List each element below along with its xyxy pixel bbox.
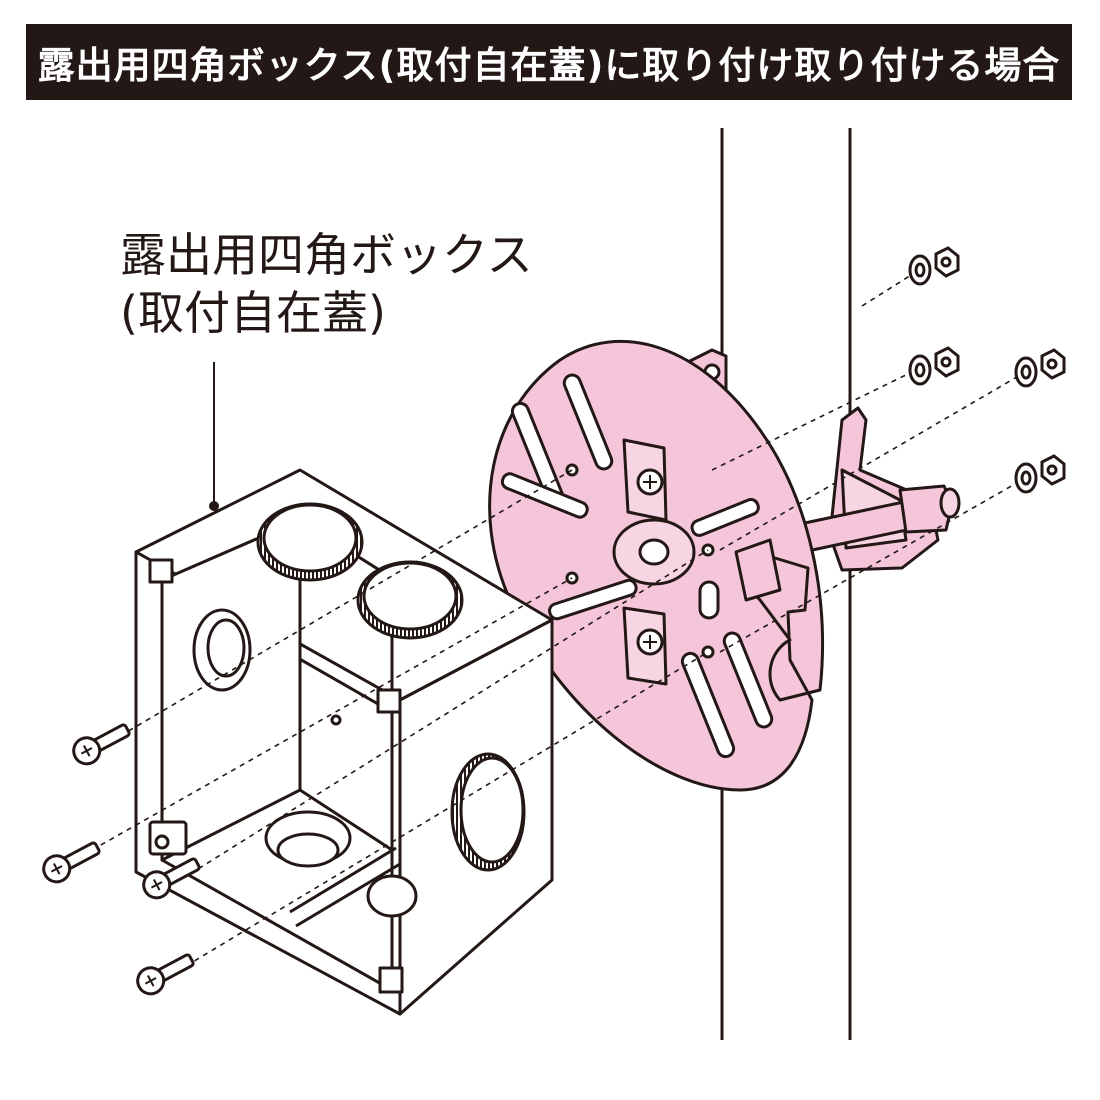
callout-leader: [209, 362, 219, 511]
washers-and-nuts: [908, 246, 1066, 494]
screws: [42, 723, 201, 996]
callout-line-2: (取付自在蓋): [120, 286, 386, 340]
alignment-lines: [91, 271, 1023, 967]
junction-box: [134, 468, 554, 1016]
pole-bracket: [686, 348, 961, 572]
header-title: 露出用四角ボックス(取付自在蓋)に取り付け取り付ける場合: [37, 44, 1061, 87]
header-bar: 露出用四角ボックス(取付自在蓋)に取り付け取り付ける場合: [26, 24, 1072, 100]
callout-label: 露出用四角ボックス (取付自在蓋): [120, 226, 533, 342]
callout-line-1: 露出用四角ボックス: [120, 228, 533, 282]
mounting-plate: [488, 339, 824, 792]
